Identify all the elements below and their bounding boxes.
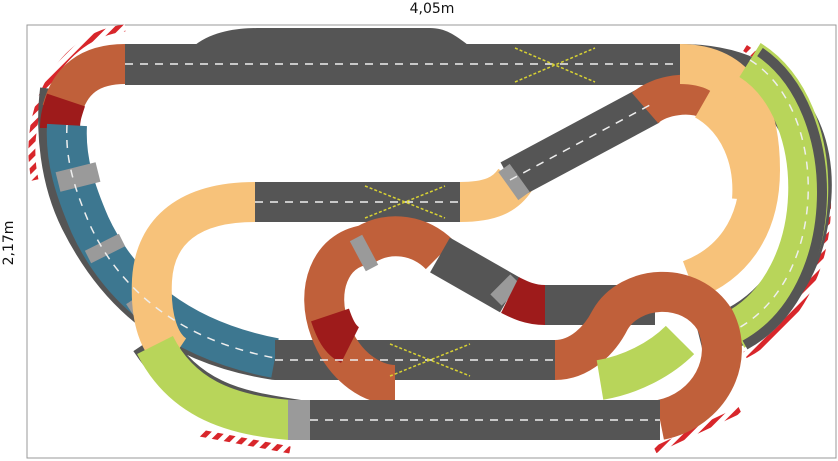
barrier-bottom-left xyxy=(199,429,291,454)
gray-outer-right xyxy=(742,47,827,350)
width-dimension-label: 4,05m xyxy=(410,1,455,17)
barrier-bottom-right xyxy=(653,406,742,454)
top-bump xyxy=(195,28,468,45)
inner-brown-top xyxy=(354,216,455,270)
crossing-top xyxy=(514,47,596,83)
connector-left-1 xyxy=(55,162,101,192)
brown-loop-lower-right xyxy=(553,271,742,440)
brown-curve-upper-right xyxy=(631,74,719,125)
lane-dash-right-curve xyxy=(734,59,809,331)
track-surfaces xyxy=(38,28,832,440)
lane-dash-left-curve xyxy=(65,124,276,359)
crossing-middle xyxy=(364,185,446,219)
green-bottom-left-curve xyxy=(137,335,292,440)
inner-red-curve xyxy=(311,308,361,363)
crossings xyxy=(364,47,596,377)
orange-inner-curve-left xyxy=(131,182,256,372)
barrier-top-left xyxy=(28,24,126,181)
inner-red-small xyxy=(501,277,546,325)
connector-inner-2 xyxy=(490,274,522,306)
top-straight xyxy=(125,45,680,85)
curve-top-left-red xyxy=(40,93,85,129)
lane-dash-diagonal xyxy=(509,104,651,181)
connector-bottom xyxy=(288,400,310,440)
height-dimension-label: 2,17m xyxy=(1,221,17,266)
connector-inner-1 xyxy=(349,234,379,272)
connector-diagonal xyxy=(498,163,530,201)
connector-left-2 xyxy=(84,233,126,264)
crossing-bottom xyxy=(389,343,471,377)
lane-markings xyxy=(65,59,809,421)
table-frame xyxy=(26,24,837,459)
orange-right-inner-curve xyxy=(694,82,773,202)
green-bottom-right-curve xyxy=(596,325,695,400)
